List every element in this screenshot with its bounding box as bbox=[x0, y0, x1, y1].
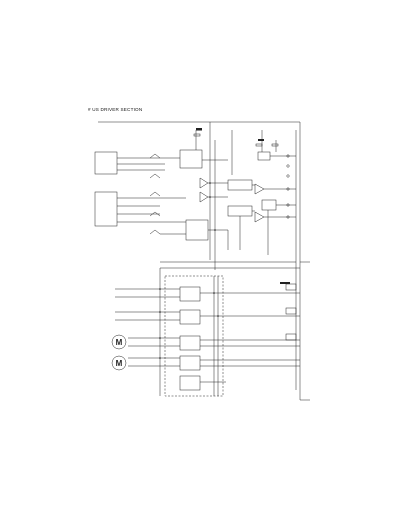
resistor-2 bbox=[255, 143, 263, 147]
switch-5 bbox=[149, 229, 161, 235]
junction-6 bbox=[159, 337, 161, 339]
opamp-1 bbox=[199, 177, 209, 189]
opamp-2 bbox=[199, 191, 209, 203]
junction-7 bbox=[159, 357, 161, 359]
switch-1 bbox=[149, 153, 161, 159]
motor-m2 bbox=[111, 355, 127, 371]
terminal-u5 bbox=[286, 203, 290, 207]
fuse-tab-2 bbox=[258, 139, 264, 141]
switch-3 bbox=[149, 191, 161, 197]
motor-m2-symbol: M bbox=[116, 359, 123, 368]
resistor-1 bbox=[193, 133, 201, 137]
junction-1 bbox=[209, 182, 211, 184]
motor-m1-symbol: M bbox=[116, 338, 123, 347]
motor-m1 bbox=[111, 334, 127, 350]
connector-box-upper bbox=[94, 151, 118, 175]
terminal-u1 bbox=[286, 154, 290, 158]
ic-block-b4 bbox=[185, 219, 209, 241]
ic-block-b3 bbox=[227, 205, 253, 217]
driver-block-b7 bbox=[179, 335, 201, 351]
resistor-3 bbox=[271, 143, 279, 147]
junction-2 bbox=[209, 196, 211, 198]
ic-block-b1 bbox=[179, 149, 203, 169]
connector-right-1 bbox=[285, 283, 297, 291]
section-title: # US DRIVER SECTION bbox=[88, 107, 143, 112]
switch-4 bbox=[149, 211, 161, 217]
terminal-u3 bbox=[286, 174, 290, 178]
opamp-4 bbox=[254, 211, 265, 223]
junction-8 bbox=[213, 292, 215, 294]
opamp-3 bbox=[254, 183, 265, 195]
switch-2 bbox=[149, 173, 161, 179]
driver-block-b5 bbox=[179, 286, 201, 302]
ic-block-b2 bbox=[227, 179, 253, 191]
terminal-u6 bbox=[286, 215, 290, 219]
connector-right-2 bbox=[285, 307, 297, 315]
driver-block-b6 bbox=[179, 309, 201, 325]
junction-5 bbox=[159, 311, 161, 313]
connector-box-lower bbox=[94, 191, 118, 227]
junction-4 bbox=[159, 288, 161, 290]
junction-9 bbox=[217, 315, 219, 317]
junction-3 bbox=[214, 229, 216, 231]
ic-small-1 bbox=[257, 151, 271, 161]
driver-module-frame bbox=[164, 275, 224, 397]
fuse-tab-3 bbox=[280, 282, 290, 284]
terminal-u4 bbox=[286, 187, 290, 191]
driver-block-b9 bbox=[179, 375, 201, 391]
terminal-u2 bbox=[286, 164, 290, 168]
connector-right-3 bbox=[285, 333, 297, 341]
ic-small-2 bbox=[261, 199, 277, 211]
fuse-tab-1 bbox=[196, 128, 202, 131]
driver-block-b8 bbox=[179, 355, 201, 371]
